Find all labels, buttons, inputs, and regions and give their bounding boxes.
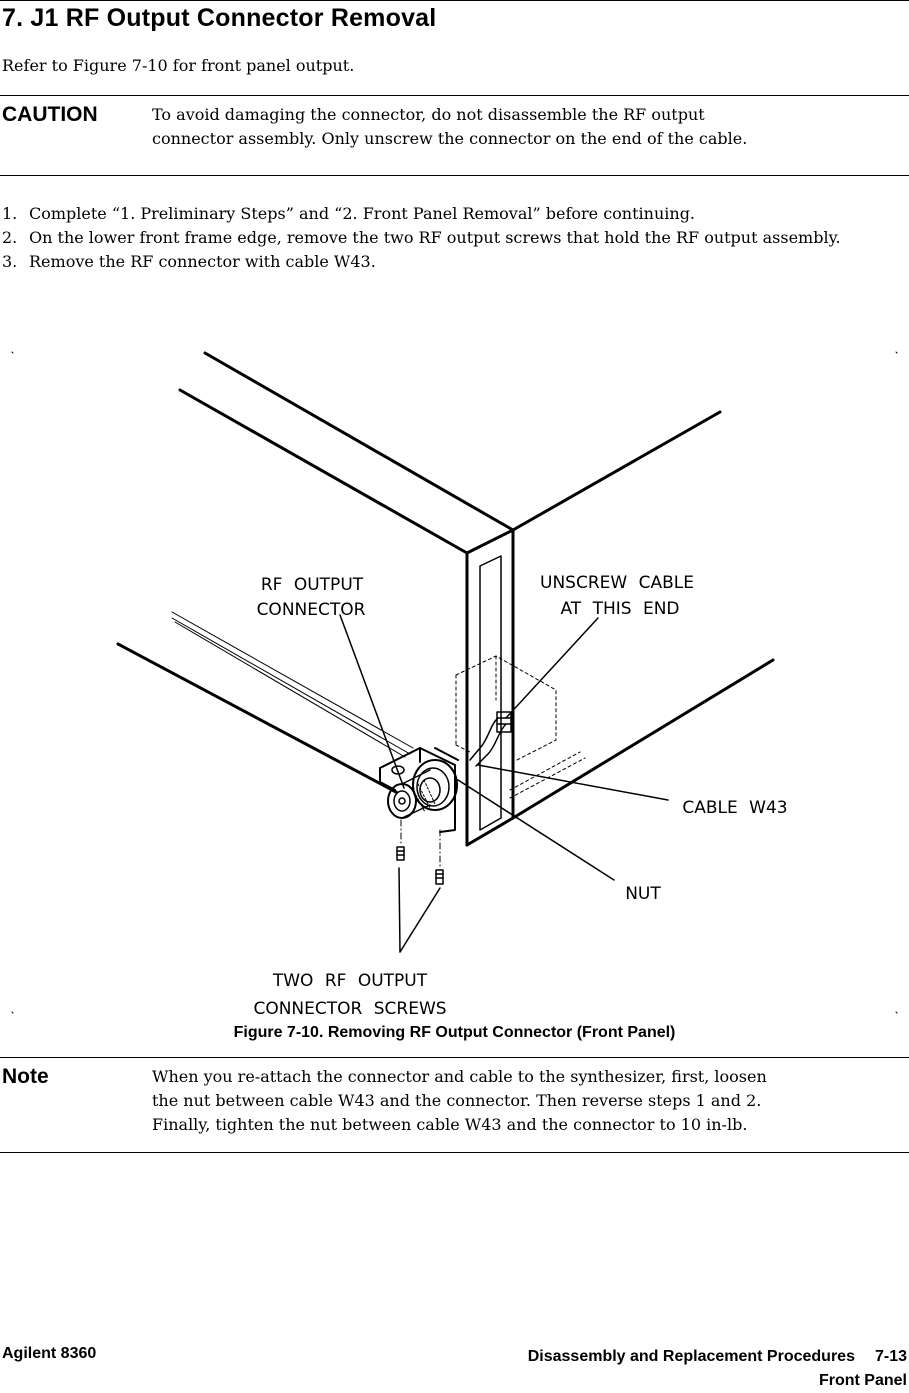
caution-top-rule — [0, 95, 909, 96]
note-line: When you re-attach the connector and cab… — [152, 1067, 767, 1086]
screws-label: CONNECTOR SCREWS — [253, 999, 446, 1019]
note-line: the nut between cable W43 and the connec… — [152, 1091, 762, 1110]
caution-text: To avoid damaging the connector, do not … — [152, 103, 892, 151]
corner-marks — [11, 351, 898, 1014]
cable-label: CABLE W43 — [682, 798, 787, 818]
screws-label: TWO RF OUTPUT — [272, 971, 428, 991]
rf-output-label: CONNECTOR — [257, 600, 366, 620]
footer-product: Agilent 8360 — [2, 1345, 97, 1362]
nut-label: NUT — [625, 884, 661, 904]
unscrew-label: AT THIS END — [560, 599, 679, 619]
note-top-rule — [0, 1057, 909, 1058]
list-item: 3. Remove the RF connector with cable W4… — [2, 250, 902, 274]
step-number: 1. — [2, 204, 18, 223]
leader-lines — [339, 614, 669, 953]
top-rule — [0, 0, 909, 1]
caution-line: connector assembly. Only unscrew the con… — [152, 129, 748, 148]
screw-guides — [400, 819, 441, 869]
note-label: Note — [2, 1065, 49, 1088]
figure-caption: Figure 7-10. Removing RF Output Connecto… — [233, 1024, 676, 1041]
caution-line: To avoid damaging the connector, do not … — [152, 105, 705, 124]
screws — [396, 846, 444, 885]
note-bottom-rule — [0, 1152, 909, 1153]
cable-end — [469, 711, 512, 767]
intro-text: Refer to Figure 7-10 for front panel out… — [2, 56, 355, 75]
page-number: 7-13 — [874, 1348, 907, 1365]
step-number: 2. — [2, 228, 18, 247]
rf-cable — [171, 611, 414, 758]
footer-chapter: Disassembly and Replacement Procedures — [527, 1348, 855, 1365]
caution-bottom-rule — [0, 175, 909, 176]
hidden-bracket — [455, 655, 586, 799]
rf-output-label: RF OUTPUT — [261, 575, 364, 595]
chassis-lines — [116, 351, 775, 820]
step-text: On the lower front frame edge, remove th… — [29, 228, 841, 247]
front-panel-frame — [465, 528, 515, 847]
note-line: Finally, tighten the nut between cable W… — [152, 1115, 748, 1134]
unscrew-label: UNSCREW CABLE — [540, 573, 694, 593]
panel-slot — [479, 555, 502, 831]
step-text: Remove the RF connector with cable W43. — [29, 252, 376, 271]
list-item: 1. Complete “1. Preliminary Steps” and “… — [2, 202, 902, 226]
procedure-steps: 1. Complete “1. Preliminary Steps” and “… — [2, 202, 902, 274]
footer-section: Front Panel — [818, 1372, 907, 1389]
step-text: Complete “1. Preliminary Steps” and “2. … — [29, 204, 696, 223]
caution-label: CAUTION — [2, 103, 98, 126]
connector-assembly — [379, 747, 459, 833]
footer-right: Disassembly and Replacement Procedures 7-… — [528, 1345, 907, 1393]
section-title: 7. J1 RF Output Connector Removal — [2, 4, 437, 32]
list-item: 2. On the lower front frame edge, remove… — [2, 226, 902, 250]
note-text: When you re-attach the connector and cab… — [152, 1065, 892, 1137]
front-panel-illustration: RF OUTPUT CONNECTOR UNSCREW CABLE AT THI… — [11, 351, 898, 1019]
step-number: 3. — [2, 252, 18, 271]
